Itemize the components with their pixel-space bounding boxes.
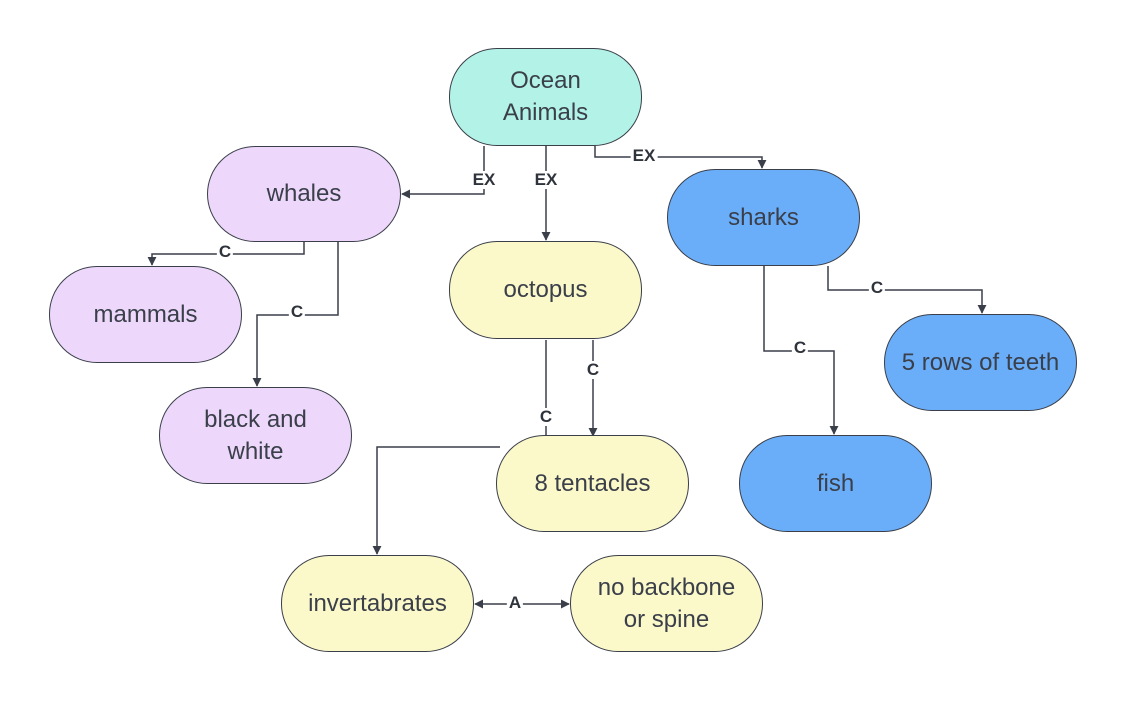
node-invertabrates: invertabrates	[281, 555, 474, 652]
node-mammals: mammals	[49, 266, 242, 363]
node-fish-text: fish	[816, 469, 855, 497]
node-octopus: octopus	[449, 241, 642, 339]
edge-label-c-tentacles-b: C	[584, 360, 602, 379]
edge-label-c-black-white: C	[288, 302, 306, 321]
edge-label-c-mammals: C	[216, 242, 234, 261]
node-fish: fish	[739, 435, 932, 532]
node-invertabrates-text: invertabrates	[308, 589, 447, 617]
node-ocean-animals-text: Ocean Animals	[502, 67, 589, 126]
node-8-tentacles-text: 8 tentacles	[534, 469, 651, 497]
node-whales-text: whales	[266, 180, 342, 207]
node-black-and-white: black and white	[159, 387, 352, 484]
node-5-rows-of-teeth: 5 rows of teeth	[884, 314, 1077, 411]
node-ocean-animals: Ocean Animals	[449, 48, 642, 146]
node-5-rows-of-teeth-text: 5 rows of teeth	[901, 348, 1060, 376]
node-no-backbone: no backbone or spine	[570, 555, 763, 652]
edge-ocean-sharks	[594, 146, 767, 169]
node-whales: whales	[207, 146, 401, 242]
edge-label-c-five-rows: C	[868, 278, 886, 297]
edge-label-ex-octopus: EX	[532, 170, 560, 189]
edge-label-a-spine: A	[506, 593, 524, 612]
edge-label-ex-whales: EX	[470, 170, 498, 189]
node-no-backbone-text: no backbone or spine	[597, 573, 736, 633]
edge-label-c-tentacles-a: C	[537, 407, 555, 426]
edge-ocean-whales	[401, 146, 485, 199]
edge-label-ex-sharks: EX	[630, 146, 658, 165]
node-8-tentacles: 8 tentacles	[496, 435, 689, 532]
edge-tentacles-invertabrates	[372, 446, 500, 555]
node-octopus-text: octopus	[503, 276, 588, 303]
edge-label-c-fish: C	[791, 338, 809, 357]
node-sharks: sharks	[667, 169, 860, 266]
edge-sharks-five-rows	[827, 266, 987, 314]
node-black-and-white-text: black and white	[204, 405, 307, 465]
node-mammals-text: mammals	[93, 300, 198, 328]
node-sharks-text: sharks	[728, 203, 799, 231]
